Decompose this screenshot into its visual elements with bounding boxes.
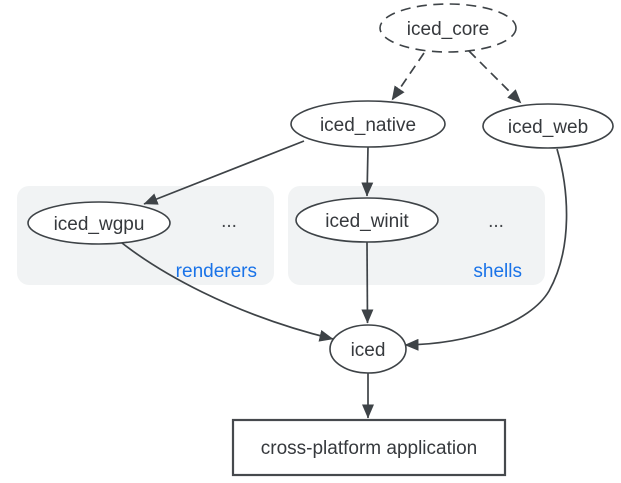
node-iced_core: iced_core xyxy=(379,3,517,53)
edge-iced_native-to-iced_wgpu xyxy=(143,140,305,205)
node-iced_wgpu: iced_wgpu xyxy=(27,201,171,245)
iced_wgpu-ellipse xyxy=(27,201,171,245)
shells-group-label: shells xyxy=(473,261,522,282)
iced_core-ellipse xyxy=(379,3,517,53)
node-iced: iced xyxy=(329,324,407,374)
iced_web-ellipse xyxy=(482,103,614,149)
iced_core-label: iced_core xyxy=(407,19,489,40)
node-application: cross-platform application xyxy=(231,418,507,477)
iced_wgpu-label: iced_wgpu xyxy=(54,214,145,235)
iced_winit-label: iced_winit xyxy=(325,211,409,232)
renderers-group-label: renderers xyxy=(176,261,257,282)
iced_winit-ellipse xyxy=(295,197,439,243)
iced_native-ellipse xyxy=(290,100,446,148)
edge-iced_web-to-iced xyxy=(404,148,568,351)
iced_native-label: iced_native xyxy=(320,115,416,136)
application-rect xyxy=(231,418,507,477)
renderers-ellipsis: ... xyxy=(221,211,237,232)
shells-ellipsis: ... xyxy=(488,211,504,232)
edge-iced_wgpu-to-iced xyxy=(121,242,334,342)
application-label: cross-platform application xyxy=(261,438,477,459)
iced_web-label: iced_web xyxy=(508,117,588,138)
node-iced_web: iced_web xyxy=(482,103,614,149)
node-iced_winit: iced_winit xyxy=(295,197,439,243)
edge-iced_native-to-iced_winit xyxy=(361,146,374,197)
edge-iced_winit-to-iced xyxy=(361,241,374,324)
node-iced_native: iced_native xyxy=(290,100,446,148)
edge-iced_core-to-iced_web xyxy=(468,50,522,104)
iced-ellipse xyxy=(329,324,407,374)
edge-iced_core-to-iced_native xyxy=(391,52,425,101)
iced-label: iced xyxy=(351,340,386,361)
